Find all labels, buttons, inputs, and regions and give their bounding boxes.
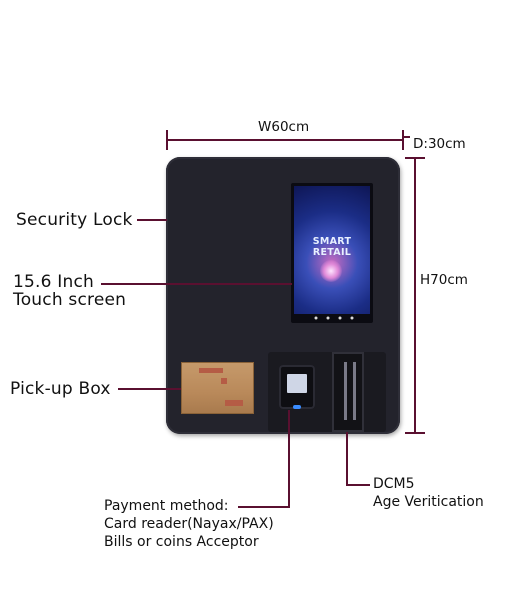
height-dimension-tick-top: [405, 157, 425, 159]
width-dimension-line: [166, 139, 404, 141]
bill-acceptor: [332, 352, 364, 432]
dcm5-label: DCM5: [373, 476, 415, 492]
acceptor-label: Bills or coins Acceptor: [104, 534, 259, 550]
pickup-box-label: Pick-up Box: [10, 379, 111, 399]
height-label: H70cm: [420, 272, 468, 288]
depth-tick: [402, 136, 410, 138]
width-dimension-tick-right: [402, 130, 404, 150]
pickup-box-leader: [118, 388, 181, 390]
age-verification-label: Age Veritication: [373, 494, 484, 510]
screen-nav-bar: [294, 314, 370, 322]
payment-method-label: Payment method:: [104, 498, 229, 514]
height-dimension-tick-bottom: [405, 432, 425, 434]
card-reader-label: Card reader(Nayax/PAX): [104, 516, 274, 532]
security-lock-leader: [137, 219, 167, 221]
globe-graphic: [320, 260, 342, 282]
bill-slot: [344, 362, 347, 420]
height-dimension-line: [414, 157, 416, 434]
payment-leader-vertical: [288, 410, 290, 508]
touch-screen-label: Touch screen: [13, 290, 127, 310]
box-label: [221, 378, 227, 384]
card-reader-screen: [287, 374, 307, 393]
screen-title: SMART RETAIL: [312, 236, 352, 258]
width-label: W60cm: [258, 119, 310, 135]
width-dimension-tick-left: [166, 130, 168, 150]
coin-slot: [353, 362, 356, 420]
pickup-box: [181, 362, 254, 414]
security-lock-label: Security Lock: [16, 210, 133, 230]
touch-screen-leader: [101, 283, 292, 285]
dcm-leader-horizontal: [346, 484, 370, 486]
touch-screen-size-label: 15.6 Inch: [13, 272, 94, 292]
touch-screen-display: SMART RETAIL: [294, 186, 370, 314]
payment-leader-horizontal: [238, 506, 290, 508]
dcm-leader-vertical: [346, 432, 348, 486]
box-label: [199, 368, 223, 373]
box-label: [225, 400, 243, 406]
card-reader-light: [293, 405, 301, 409]
depth-label: D:30cm: [413, 136, 466, 152]
